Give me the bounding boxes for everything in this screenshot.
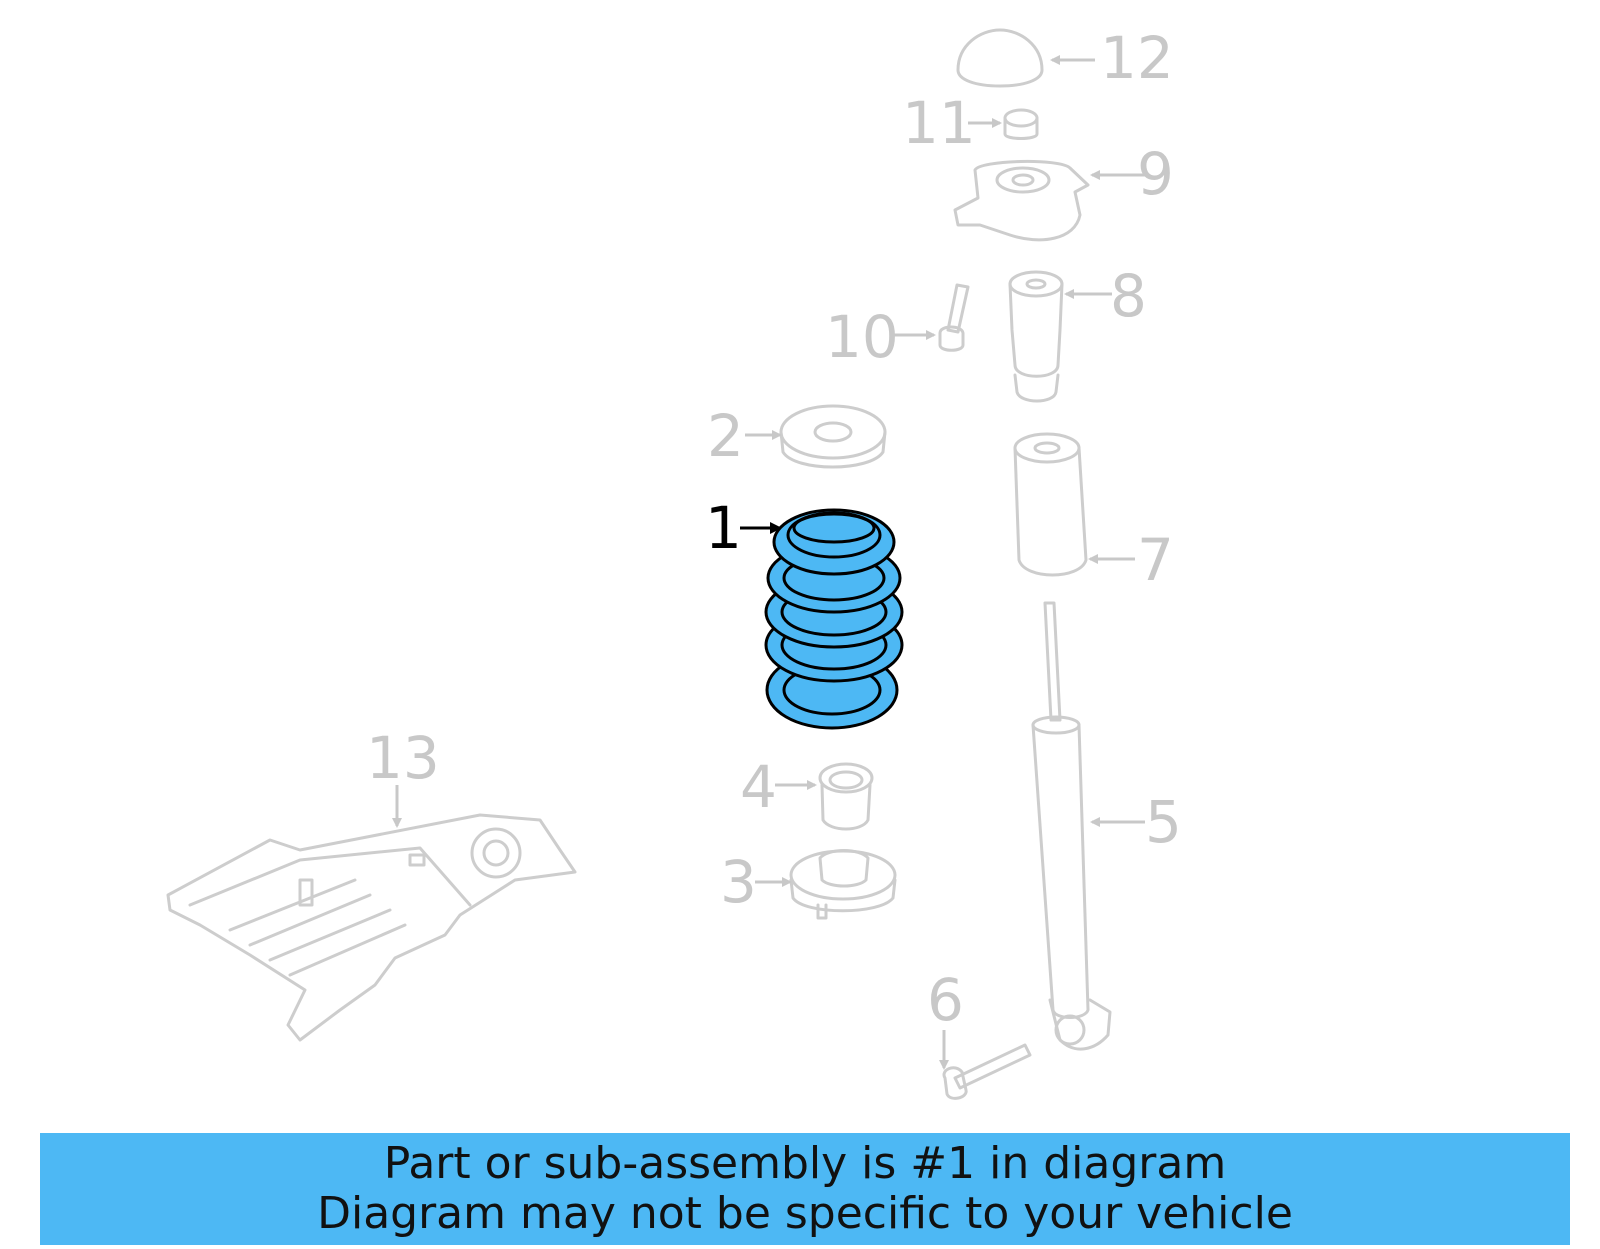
spring-coil: [792, 512, 876, 544]
callout-9: 9: [1137, 140, 1174, 208]
callout-8: 8: [1110, 262, 1147, 330]
callout-6: 6: [927, 966, 964, 1034]
callout-3: 3: [720, 848, 757, 916]
callout-1: 1: [705, 494, 742, 562]
banner-line-1: Part or sub-assembly is #1 in diagram: [383, 1138, 1227, 1189]
part-4-bushing: 4: [740, 753, 874, 831]
part-2-upper-seat: 2: [707, 402, 887, 470]
callout-11: 11: [902, 89, 976, 157]
callout-7: 7: [1137, 526, 1174, 594]
callout-2: 2: [707, 402, 744, 470]
part-5-shock-absorber: 5: [1031, 601, 1182, 1051]
parts-diagram: 12 11 9 10 8 2: [166, 24, 1182, 1100]
part-3-lower-seat: 3: [720, 848, 897, 920]
callout-13: 13: [366, 724, 440, 792]
callout-10: 10: [825, 303, 899, 371]
part-13-underbody-shield: 13: [166, 724, 577, 1042]
part-7-dust-boot: 7: [1013, 432, 1174, 594]
part-6-bolt: 6: [927, 966, 1032, 1100]
part-10-bolt: 10: [825, 283, 970, 371]
banner-line-2: Diagram may not be specific to your vehi…: [317, 1188, 1293, 1239]
part-12-cap: 12: [956, 24, 1174, 92]
part-1-coil-spring: [740, 508, 904, 730]
callout-4: 4: [740, 753, 777, 821]
part-11-nut: 11: [902, 89, 1039, 157]
callout-12: 12: [1100, 24, 1174, 92]
part-8-bump-stop: 8: [1008, 262, 1147, 403]
callout-5: 5: [1145, 788, 1182, 856]
info-banner: Part or sub-assembly is #1 in diagram Di…: [40, 1133, 1570, 1245]
part-9-upper-mount: 9: [953, 140, 1174, 242]
